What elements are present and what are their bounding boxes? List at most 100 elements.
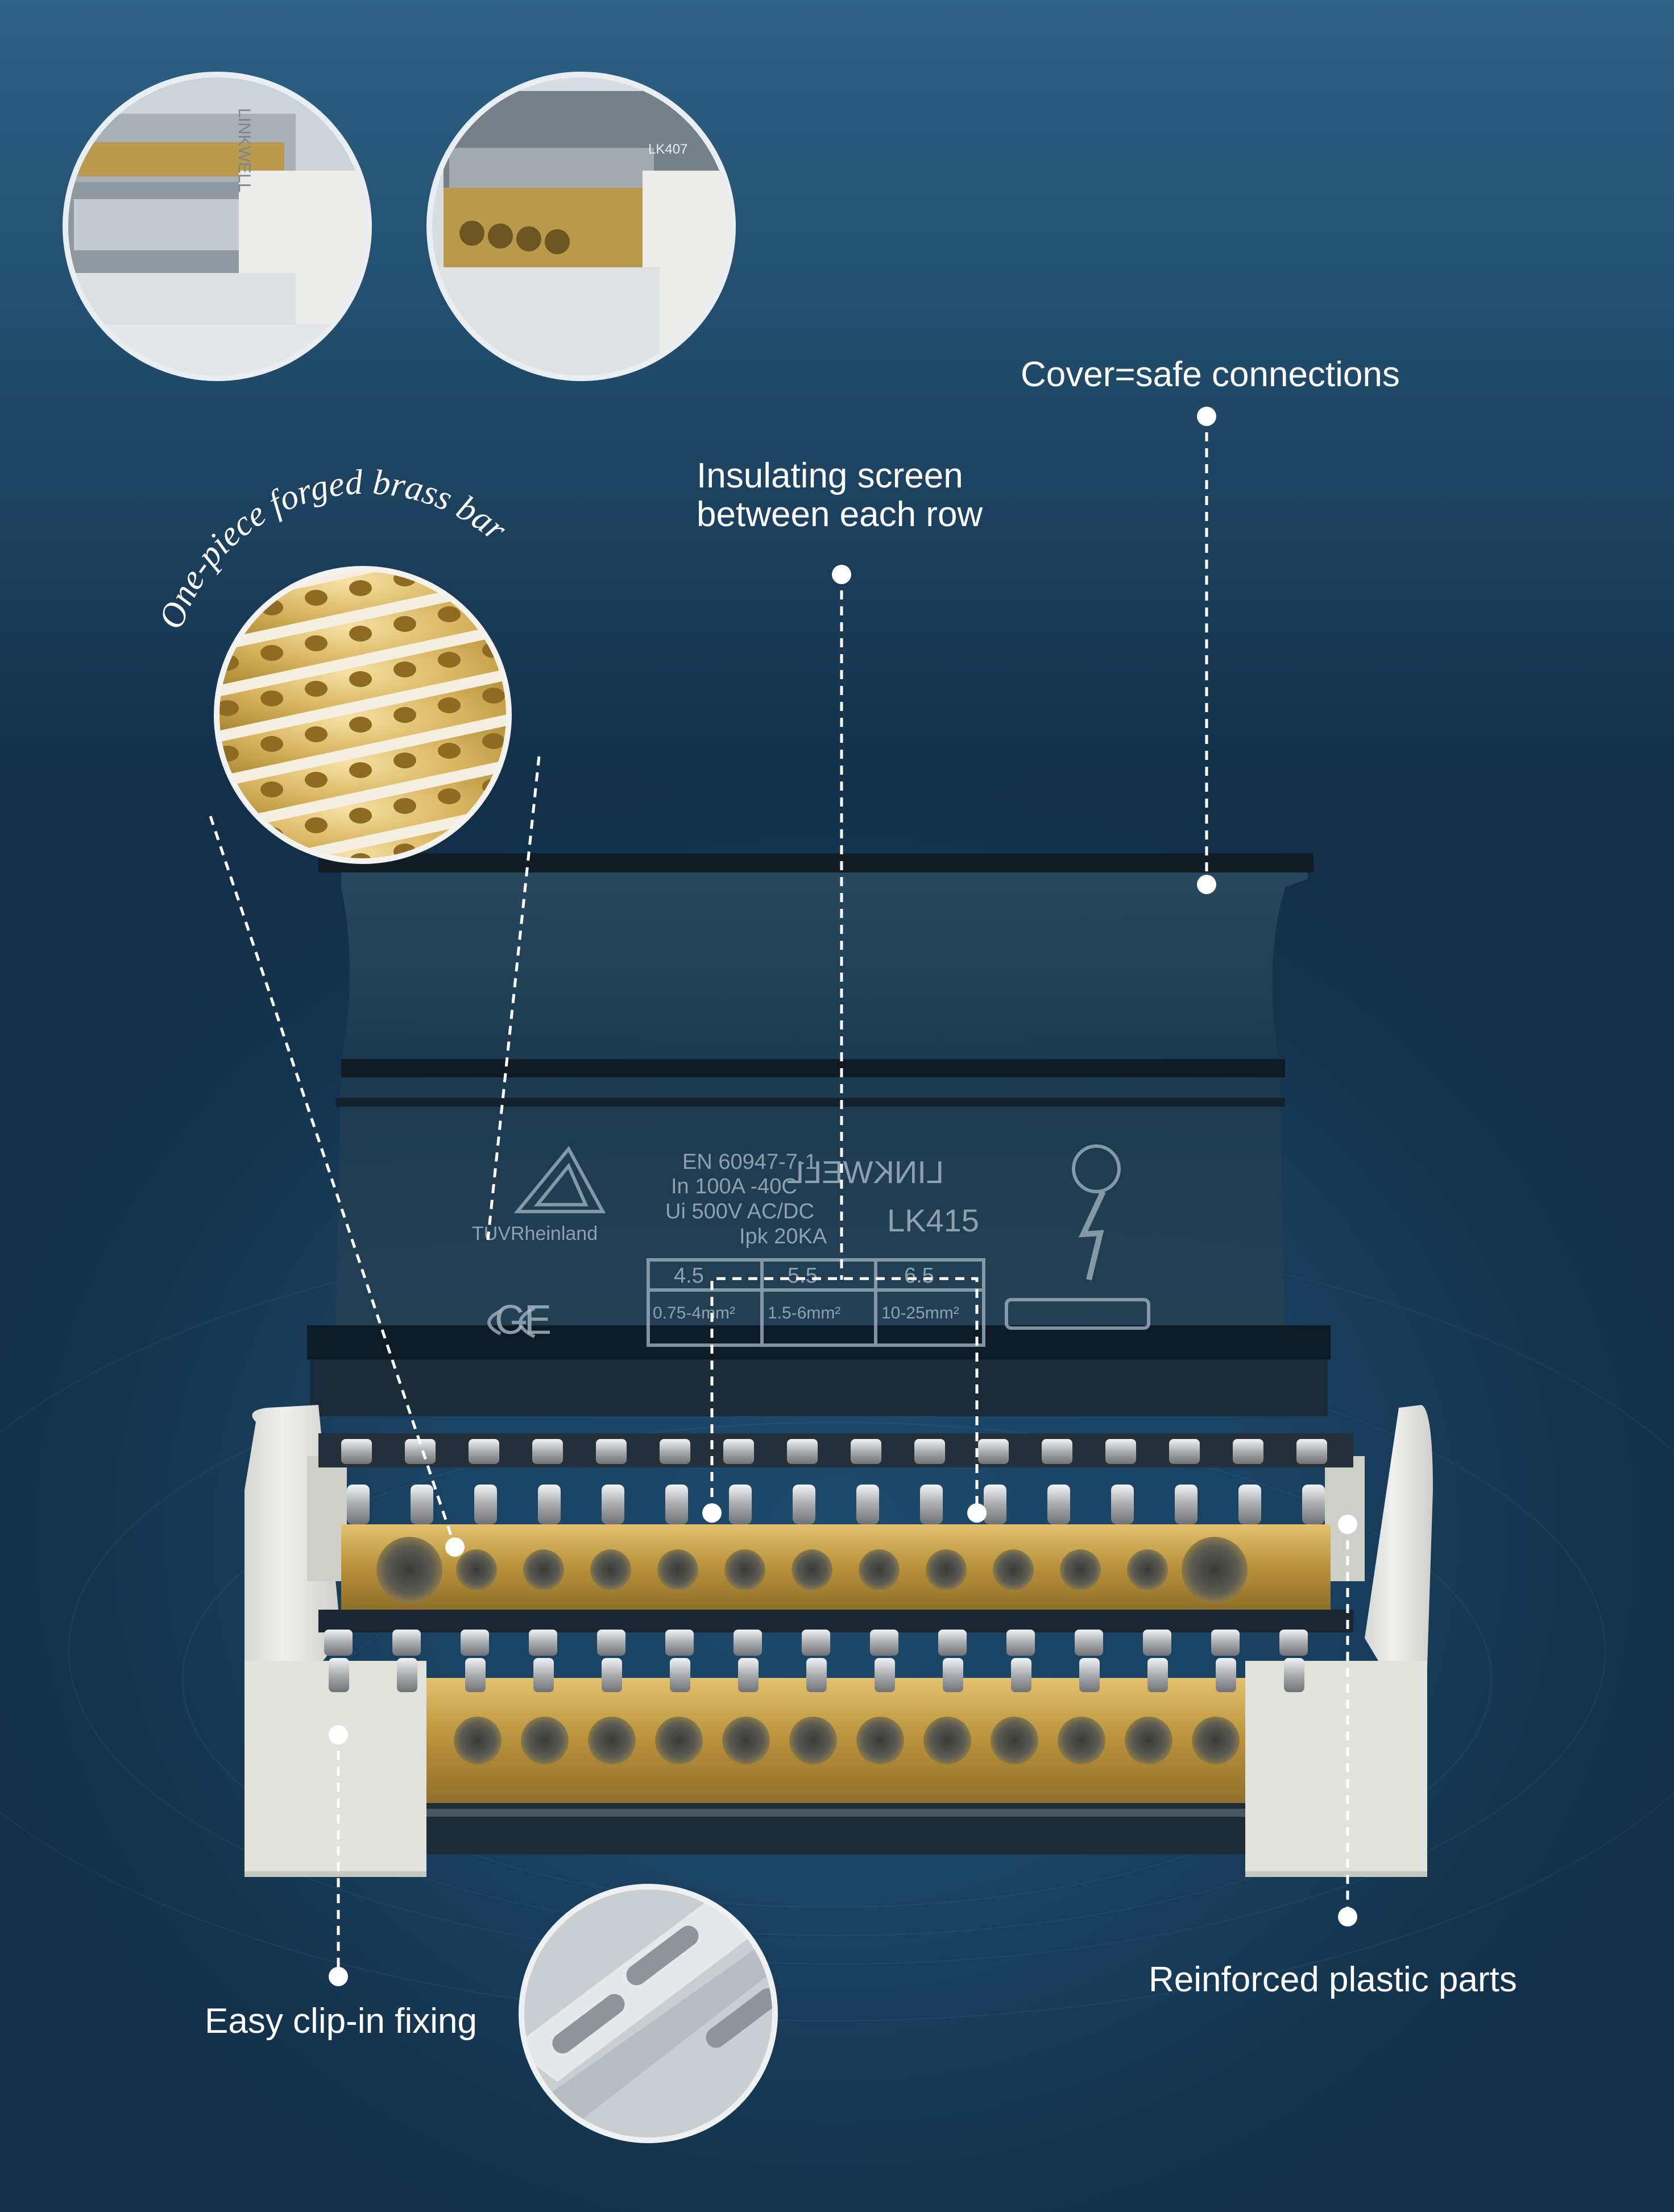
plastic-end-caps (245, 1405, 1433, 1877)
screw-shaft (1216, 1658, 1236, 1692)
brass-hole (438, 697, 461, 713)
brass-hole (393, 661, 416, 677)
cover-table-r1c1: 0.75-4mm² (653, 1304, 735, 1322)
bar-hole (993, 1549, 1034, 1590)
brass-hole (393, 753, 416, 768)
cover-table-head-1: 4.5 (674, 1264, 704, 1288)
screw-head (734, 1630, 762, 1656)
brass-hole (219, 700, 239, 716)
inset-label-closeup: LK407 (426, 72, 736, 381)
clip-in-label: Easy clip-in fixing (205, 2002, 477, 2041)
lower-screws (324, 1630, 1308, 1692)
screw-head (529, 1630, 557, 1656)
brass-hole (482, 551, 505, 567)
brass-hole (438, 743, 461, 759)
screw-shaft (397, 1658, 417, 1692)
bar-hole (655, 1717, 703, 1764)
bar-hole (1192, 1717, 1240, 1764)
bar-hole (588, 1717, 636, 1764)
brass-hole (216, 882, 239, 898)
brass-hole (305, 635, 328, 651)
bar-hole (521, 1717, 569, 1764)
brass-hole (305, 681, 328, 697)
cover-cert: TUVRheinland (472, 1223, 598, 1244)
screw-shaft (856, 1485, 879, 1524)
brass-hole (349, 717, 372, 733)
screw-head (660, 1439, 690, 1464)
lower-holes (454, 1717, 1240, 1764)
cover-rating-current: In 100A -40C (671, 1175, 797, 1198)
screw-shaft (943, 1658, 963, 1692)
screw-shaft (665, 1485, 688, 1524)
brass-bar-closeup (214, 551, 512, 898)
brass-hole (349, 580, 372, 596)
cover-ce-mark: CE (495, 1297, 552, 1343)
brass-hole (219, 791, 239, 807)
screw-shaft (1011, 1658, 1031, 1692)
bar-hole (523, 1549, 564, 1590)
screw-head (1006, 1630, 1035, 1656)
brass-hole (349, 626, 372, 642)
brass-hole (260, 645, 283, 661)
screw-head (787, 1439, 818, 1464)
screw-shaft (806, 1658, 827, 1692)
screw-shaft (984, 1485, 1006, 1524)
brass-hole (438, 572, 461, 577)
bar-hole (789, 1717, 837, 1764)
screw-shaft (875, 1658, 895, 1692)
screw-head (870, 1630, 898, 1656)
screw-head (392, 1630, 421, 1656)
screw-head (1211, 1630, 1240, 1656)
brass-hole (305, 817, 328, 833)
upper-screws (341, 1439, 1327, 1524)
brass-hole (305, 726, 328, 742)
bar-hole (1125, 1717, 1172, 1764)
upper-holes (376, 1537, 1248, 1603)
screw-shaft (670, 1658, 690, 1692)
brass-hole (260, 782, 283, 797)
cover-table-head-2: 5.5 (788, 1264, 818, 1288)
screw-head (1169, 1439, 1200, 1464)
bar-hole (926, 1549, 967, 1590)
brass-hole (260, 873, 283, 888)
screw-shaft (920, 1485, 943, 1524)
screw-head (596, 1439, 627, 1464)
brass-hole (438, 788, 461, 804)
screw-head (469, 1439, 499, 1464)
bar-hole (792, 1549, 832, 1590)
brass-hole (305, 772, 328, 788)
cover-table-r1c2: 1.5-6mm² (768, 1304, 840, 1322)
screw-shaft (738, 1658, 759, 1692)
screw-head (324, 1630, 353, 1656)
callout-lines (209, 416, 1349, 1977)
screw-shaft (1175, 1485, 1198, 1524)
brass-hole (260, 736, 283, 752)
brass-hole (482, 597, 505, 613)
brass-hole (438, 606, 461, 622)
screw-head (1075, 1630, 1103, 1656)
brass-hole (393, 707, 416, 723)
screw-head (461, 1630, 489, 1656)
bar-hole (657, 1549, 698, 1590)
brass-hole (349, 671, 372, 687)
bar-hole (456, 1549, 497, 1590)
brass-hole (393, 798, 416, 814)
cover-model: LK415 (887, 1202, 979, 1238)
bar-hole (1182, 1537, 1248, 1603)
screw-shaft (1302, 1485, 1325, 1524)
screw-head (665, 1630, 694, 1656)
screw-head (1105, 1439, 1136, 1464)
lower-brass-bar (426, 1678, 1245, 1854)
screw-shaft (729, 1485, 752, 1524)
screw-head (1279, 1630, 1308, 1656)
bar-hole (722, 1717, 770, 1764)
cover: LINKWELL LK415 EN 60947-7-1 In 100A -40C… (307, 853, 1331, 1416)
inset-model: LK407 (648, 142, 687, 157)
cover-table-head-3: 6.5 (904, 1264, 934, 1288)
brass-hole (482, 733, 505, 749)
screw-head (851, 1439, 881, 1464)
cover-standard: EN 60947-7-1 (682, 1150, 817, 1174)
screw-head (1233, 1439, 1263, 1464)
screw-head (1042, 1439, 1072, 1464)
